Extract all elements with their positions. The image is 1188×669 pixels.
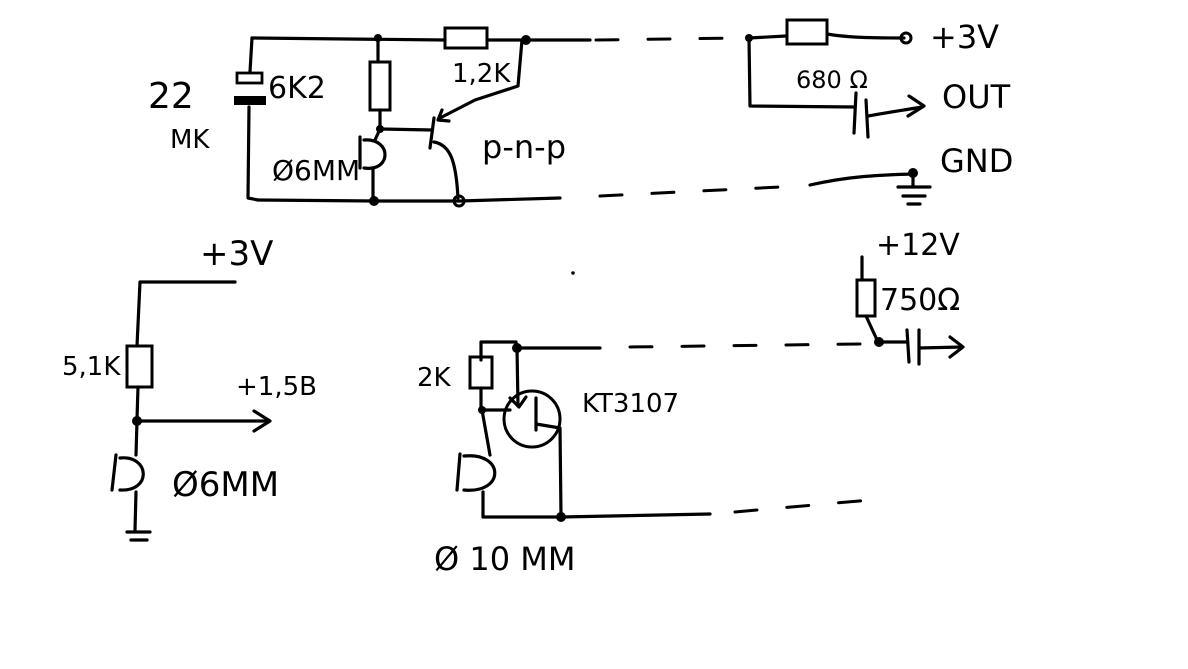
resistor-vertical-1 [368,60,392,112]
node-collector [452,194,466,208]
bottom-dashed-wire [598,184,802,198]
out-cap-plate-1 [852,91,858,135]
label-resistor-left: 5,1K [62,352,121,382]
top-dashed-bottom [628,342,862,349]
label-resistor-750: 750Ω [880,283,960,318]
label-supply-left: +3V [200,234,273,274]
wire-mic-ground [133,490,138,532]
emitter-arrow [436,108,451,123]
label-2k: 2K [417,363,452,393]
wire-r-down [135,385,140,421]
top-circuit: 22 MK 6K2 1,2K Ø6MM p-n-p 680 Ω +3V OUT … [148,18,1013,208]
top-dashed-wire [594,36,742,42]
node-top-right [521,35,531,45]
cap-arrow-head [948,335,965,359]
resistor-750 [855,278,877,318]
supply-wire [135,280,237,348]
label-out: OUT [942,78,1011,116]
mic-body-left [118,456,145,492]
label-supply-12v: +12V [876,228,960,263]
transistor-base-bar [428,116,436,150]
out-cap-plate-2 [864,98,870,139]
left-circuit: +3V 5,1K +1,5B Ø6MM [62,234,317,542]
label-transistor: KT3107 [582,389,679,419]
transistor-emitter-wire [515,346,520,408]
wire-cap-down [246,105,260,202]
wire-to-3v [825,32,906,40]
mic-line [373,127,382,142]
wire-to-mic [134,419,139,457]
transistor-emitter-arrow [508,395,528,409]
out-arrow-head-left [252,409,272,433]
stray-dot [571,271,575,275]
transistor-base-wire [378,127,434,132]
wire-to-680 [747,34,788,40]
label-cap-voltage: 6K2 [268,71,326,106]
top-wire [250,36,447,42]
mic-plate-bottom [455,452,462,492]
label-out-left: +1,5B [236,372,317,402]
wire-mic-bottom [481,490,562,519]
resistor-2k [468,355,494,390]
terminal-3v [899,31,913,45]
cap-plate-b-1 [905,328,911,364]
label-cap-value: 22 [148,76,194,117]
bottom-wire-b [559,512,712,519]
label-mic-size: Ø6MM [272,154,360,187]
transistor-circle [502,389,562,449]
cap-arrow-line [917,345,964,350]
bottom-circuit: 2K KT3107 Ø 10 MM +12V 750Ω [417,228,965,578]
gnd-wire [808,172,914,187]
label-gnd: GND [940,142,1013,180]
out-arrow-line [866,105,924,118]
label-mic-size-left: Ø6MM [172,465,279,505]
mic-body-bottom [462,454,497,492]
wire-left-down [248,36,254,74]
wire-to-out-cap [747,36,857,109]
capacitor-plate-top [235,71,264,85]
transistor-collector-b [534,422,563,517]
resistor-1-2k [443,26,489,50]
label-resistor-1: 1,2K [452,59,511,89]
mic-plate-left [110,453,118,492]
bottom-wire [256,196,562,203]
wire-base-mic [480,408,492,457]
mic-body [362,138,387,170]
label-mic-size-bottom: Ø 10 MM [434,540,575,578]
wire-emitter [438,38,524,120]
resistor-5-1k [125,344,154,389]
capacitor-plate-bottom [234,96,266,105]
transistor-collector [432,140,460,200]
label-supply-top: +3V [930,18,999,56]
bottom-dashed-b [733,498,872,514]
node-bottom-left [369,196,379,206]
out-arrow-head [906,94,926,118]
label-resistor-2: 680 Ω [796,66,868,94]
wire-750-down [864,314,880,344]
resistor-680 [785,18,829,46]
label-cap-unit: MK [170,125,210,155]
label-transistor-type: p-n-p [482,128,566,166]
